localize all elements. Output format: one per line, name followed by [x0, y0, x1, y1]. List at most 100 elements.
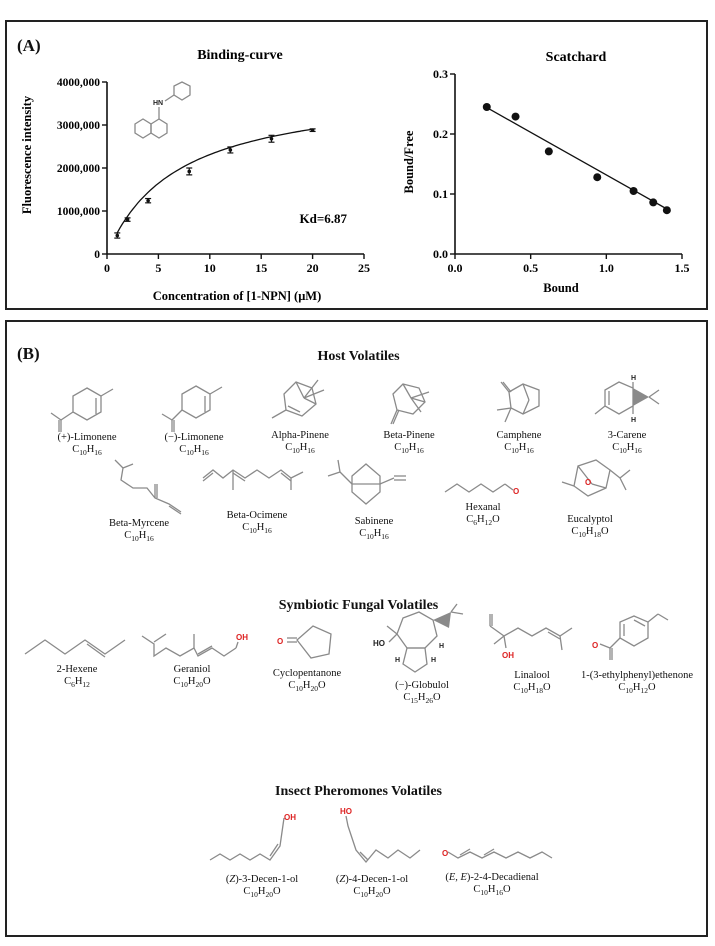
- binding-x-tick-label: 15: [255, 261, 267, 275]
- formula: C10H16: [72, 444, 102, 458]
- formula: C10H20O: [353, 886, 391, 900]
- 2-hexene-structure: [24, 639, 126, 658]
- binding-x-tick-label: 10: [204, 261, 216, 275]
- panel-b: (B) Host Volatiles (+)-Limonene C10H16 (…: [5, 320, 708, 937]
- insect-pheromones-title: Insect Pheromones Volatiles: [275, 784, 442, 799]
- globulol-h-2: H: [431, 657, 436, 664]
- z4-decenol-ho-label: HO: [340, 807, 352, 816]
- globulol-h-1: H: [439, 643, 444, 650]
- molecule-name: (Z)-3-Decen-1-ol: [225, 874, 299, 885]
- formula: C10H18O: [571, 526, 609, 540]
- formula: C10H20O: [288, 680, 326, 694]
- molecule-ethylphenyl-ethenone: O 1-(3-ethylphenyl)ethenone C10H12O: [577, 602, 697, 697]
- formula: C10H16: [179, 444, 209, 458]
- molecule-beta-pinene: Beta-Pinene C10H16: [349, 372, 469, 457]
- panel-a-label: (A): [17, 36, 41, 55]
- scatchard-ylabel: Bound/Free: [402, 130, 416, 193]
- formula: C10H18O: [513, 682, 551, 696]
- molecule-globulol: HO H H H (−)-Globulol C15H26O: [362, 600, 482, 707]
- formula: C6H12: [64, 676, 90, 690]
- scatchard-point: [649, 198, 658, 207]
- eucalyptol-o-label: O: [585, 478, 591, 487]
- scatchard-y-tick-label: 0.3: [433, 67, 448, 81]
- formula: C10H16: [612, 442, 642, 456]
- formula: C10H20O: [243, 886, 281, 900]
- scatchard-y-tick-label: 0.2: [433, 127, 448, 141]
- binding-x-tick-label: 5: [155, 261, 161, 275]
- z3-decen-1-ol-structure: OH: [209, 813, 296, 861]
- scatchard-x-tick-label: 0.0: [448, 261, 463, 275]
- ethenone-o-label: O: [592, 641, 598, 650]
- plus-limonene-structure: [50, 387, 114, 432]
- molecule-ee-decadienal: O (E, E)-2-4-Decadienal C10H16O: [432, 822, 553, 899]
- 3-carene-structure: H H: [594, 375, 660, 424]
- carene-h-bottom: H: [631, 417, 636, 424]
- globulol-structure: HO H H H: [373, 603, 464, 673]
- formula: C10H16: [394, 442, 424, 456]
- molecule-name: Cyclopentanone: [272, 668, 342, 679]
- camphene-structure: [496, 381, 540, 423]
- binding-y-tick-label: 1000,000: [57, 206, 100, 218]
- molecule-minus-limonene: (−)-Limonene C10H16: [134, 374, 254, 459]
- molecule-3-carene: H H 3-Carene C10H16: [567, 368, 687, 457]
- npn-hn-label: HN: [153, 100, 163, 107]
- scatchard-y-tick-label: 0.0: [433, 247, 448, 261]
- sabinene-structure: [327, 459, 406, 505]
- molecule-2-hexene: 2-Hexene C6H12: [17, 618, 137, 691]
- scatchard-xlabel: Bound: [543, 281, 578, 295]
- molecule-geraniol: OH Geraniol C10H20O: [132, 616, 252, 691]
- molecule-name: Beta-Myrcene: [108, 518, 170, 529]
- binding-xlabel: Concentration of [1-NPN] (μM): [153, 289, 322, 303]
- minus-limonene-structure: [161, 385, 223, 432]
- molecule-name: Hexanal: [465, 502, 501, 513]
- host-volatiles-title: Host Volatiles: [317, 349, 400, 364]
- formula: C10H16: [242, 522, 272, 536]
- molecule-name: 2-Hexene: [56, 664, 98, 675]
- formula: C10H12O: [618, 682, 656, 696]
- binding-y-tick-label: 2000,000: [57, 163, 100, 175]
- binding-point: [146, 198, 150, 203]
- scatchard-point: [662, 206, 671, 215]
- fungal-volatiles-title: Symbiotic Fungal Volatiles: [278, 598, 439, 613]
- scatchard-point: [629, 187, 638, 195]
- scatchard-point: [593, 173, 602, 182]
- molecule-z4-decen-1-ol: HO (Z)-4-Decen-1-ol C10H20O: [312, 800, 432, 901]
- z4-decen-1-ol-structure: HO: [340, 807, 421, 864]
- beta-myrcene-structure: [114, 459, 182, 515]
- scatchard-y-tick-label: 0.1: [433, 187, 448, 201]
- scatchard-fit-line: [486, 107, 668, 210]
- molecule-name: Alpha-Pinene: [271, 430, 329, 441]
- binding-title: Binding-curve: [197, 48, 283, 63]
- molecule-eucalyptol: O Eucalyptol C10H18O: [530, 452, 650, 541]
- ethylphenyl-ethenone-structure: O: [592, 613, 669, 660]
- geraniol-structure: OH: [141, 633, 248, 658]
- hexanal-o-label: O: [513, 487, 519, 496]
- molecule-name: (−)-Limonene: [164, 432, 224, 443]
- molecule-name: Beta-Pinene: [383, 430, 435, 441]
- scatchard-point: [511, 112, 520, 121]
- scatchard-x-tick-label: 0.5: [523, 261, 538, 275]
- molecule-name: 1-(3-ethylphenyl)ethenone: [581, 670, 693, 681]
- formula: C6H12O: [466, 514, 500, 528]
- cyclopentanone-structure: O: [277, 625, 332, 659]
- molecule-name: (Z)-4-Decen-1-ol: [335, 874, 409, 885]
- binding-x-tick-label: 20: [307, 261, 319, 275]
- formula: C10H16: [285, 442, 315, 456]
- binding-x-tick-label: 25: [358, 261, 370, 275]
- molecule-plus-limonene: (+)-Limonene C10H16: [27, 374, 147, 459]
- molecule-beta-ocimene: Beta-Ocimene C10H16: [197, 460, 317, 537]
- molecule-alpha-pinene: Alpha-Pinene C10H16: [240, 372, 360, 457]
- molecule-name: Linalool: [514, 670, 550, 681]
- geraniol-oh-label: OH: [236, 633, 248, 642]
- globulol-h-3: H: [395, 657, 400, 664]
- formula: C10H16: [504, 442, 534, 456]
- molecule-linalool: OH Linalool C10H18O: [472, 608, 592, 697]
- z3-decenol-oh-label: OH: [284, 813, 296, 822]
- scatchard-x-tick-label: 1.0: [599, 261, 614, 275]
- formula: C15H26O: [403, 692, 441, 706]
- globulol-ho-label: HO: [373, 639, 385, 648]
- binding-y-tick-label: 0: [94, 249, 100, 261]
- molecule-name: Camphene: [496, 430, 542, 441]
